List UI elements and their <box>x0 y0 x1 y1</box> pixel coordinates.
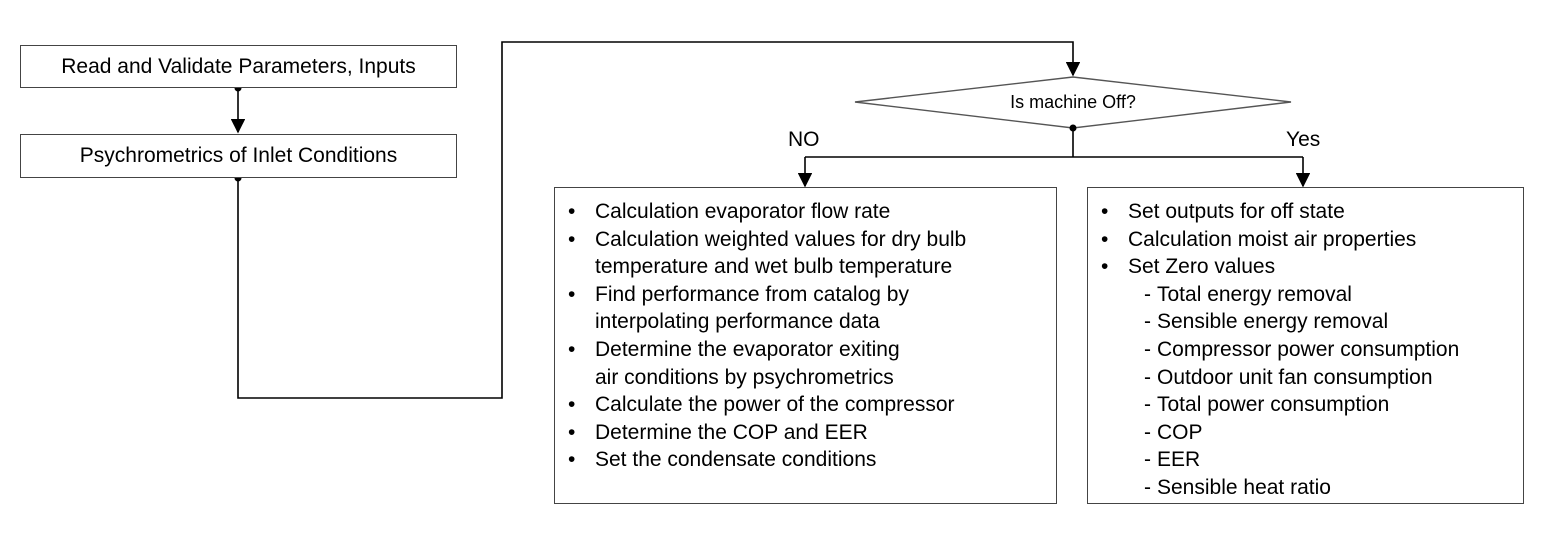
list-item: -Outdoor unit fan consumption <box>1144 365 1433 389</box>
list-item: Set the condensate conditions <box>555 446 1056 474</box>
connector-psychro-to-decision <box>237 41 1081 399</box>
list-item: -Sensible energy removal <box>1144 310 1389 334</box>
list-item: Calculation weighted values for dry bulb… <box>555 226 1056 281</box>
list-item: -Compressor power consumption <box>1144 337 1460 361</box>
yes-branch-label: Yes <box>1286 128 1321 151</box>
list-item: Calculate the power of the compressor <box>555 391 1056 419</box>
list-item: -COP <box>1144 420 1203 444</box>
yes-branch-list: Set outputs for off state Calculation mo… <box>1088 198 1523 502</box>
decision-diamond <box>854 76 1292 129</box>
list-item: Set outputs for off state <box>1088 198 1523 226</box>
list-item: Calculation evaporator flow rate <box>555 198 1056 226</box>
list-item: -Total energy removal <box>1144 282 1352 306</box>
list-item: -Sensible heat ratio <box>1144 475 1331 499</box>
list-item: Find performance from catalog byinterpol… <box>555 281 1056 336</box>
zero-values-list: -Total energy removal -Sensible energy r… <box>1144 281 1523 502</box>
connector-dot <box>1069 124 1077 132</box>
read-validate-box: Read and Validate Parameters, Inputs <box>20 45 457 88</box>
list-item: -Total power consumption <box>1144 393 1390 417</box>
psychrometrics-label: Psychrometrics of Inlet Conditions <box>79 144 398 167</box>
no-branch-label: NO <box>788 128 820 151</box>
no-branch-box: Calculation evaporator flow rate Calcula… <box>554 187 1057 504</box>
list-item: Determine the COP and EER <box>555 419 1056 447</box>
no-branch-list: Calculation evaporator flow rate Calcula… <box>555 198 1056 474</box>
list-item: Calculation moist air properties <box>1088 226 1523 254</box>
read-validate-label: Read and Validate Parameters, Inputs <box>61 54 416 78</box>
psychrometrics-box: Psychrometrics of Inlet Conditions <box>20 134 457 178</box>
yes-branch-box: Set outputs for off state Calculation mo… <box>1087 187 1524 504</box>
list-item: -EER <box>1144 448 1201 472</box>
list-item: Set Zero values -Total energy removal -S… <box>1088 253 1523 501</box>
decision-question: Is machine Off? <box>1010 92 1136 112</box>
